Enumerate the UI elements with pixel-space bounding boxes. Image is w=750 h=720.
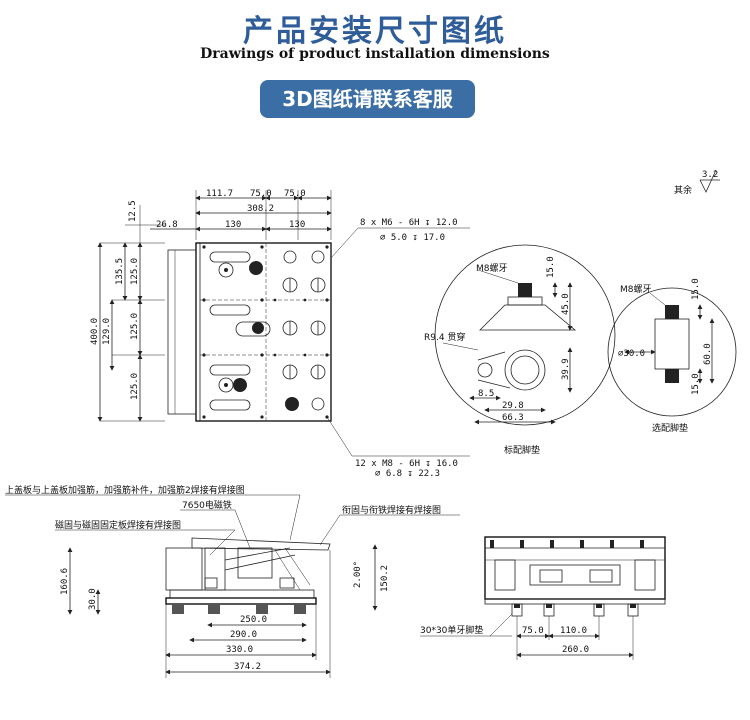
dim-125-b: 125.0 <box>130 313 140 340</box>
dim-45-std: 45.0 <box>561 293 571 315</box>
dim-130-b: 130 <box>289 220 305 230</box>
optional-pad-detail <box>607 287 737 417</box>
dim-125-a: 125.0 <box>130 258 140 285</box>
page-title: 产品安装尺寸图纸 <box>243 14 507 49</box>
callout-m6-line2: ⌀ 5.0 ↧ 17.0 <box>380 233 445 243</box>
front-view <box>420 536 666 660</box>
optional-pad-caption: 选配脚垫 <box>652 422 688 434</box>
top-view <box>97 190 470 457</box>
dim-30-opt: ⌀30.0 <box>618 349 645 359</box>
standard-pad-detail <box>434 244 616 426</box>
dim-150-2: 150.2 <box>380 565 390 592</box>
dim-75-a: 75.0 <box>250 189 272 199</box>
dim-330: 330.0 <box>226 645 253 655</box>
dim-8-5: 8.5 <box>478 389 494 399</box>
roughness-symbol <box>699 169 720 193</box>
dim-290: 290.0 <box>230 630 257 640</box>
standard-pad-caption: 标配脚垫 <box>504 444 540 456</box>
optional-pad-m8: M8螺牙 <box>620 284 652 295</box>
dim-75-front: 75.0 <box>522 626 544 636</box>
dim-75-b: 75.0 <box>284 189 306 199</box>
note-magnet-plate: 磁固与磁固固定板焊接有焊接图 <box>55 519 181 531</box>
dim-66-3: 66.3 <box>502 413 524 423</box>
dim-250: 250.0 <box>240 615 267 625</box>
dim-12-5: 12.5 <box>128 200 138 222</box>
dim-135-5: 135.5 <box>115 258 125 285</box>
callout-m6-line1: 8 x M6 - 6H ↧ 12.0 <box>360 218 458 228</box>
dim-15-std: 15.0 <box>546 256 556 278</box>
dim-129: 129.0 <box>102 318 112 345</box>
standard-pad-r94: R9.4 贯穿 <box>424 331 465 343</box>
dim-29-8: 29.8 <box>502 401 524 411</box>
contact-3d-button[interactable]: 3D图纸请联系客服 <box>260 80 475 118</box>
dim-26-8: 26.8 <box>156 220 178 230</box>
dim-260-front: 260.0 <box>562 645 589 655</box>
callout-m8-line2: ⌀ 6.8 ↧ 22.3 <box>375 469 440 479</box>
dim-400: 400.0 <box>90 318 100 345</box>
roughness-label: 其余 <box>674 184 692 196</box>
dim-39-9: 39.9 <box>561 358 571 380</box>
dim-30-side: 30.0 <box>88 588 98 610</box>
note-electromagnet: 7650电磁铁 <box>182 499 232 511</box>
dim-110-front: 110.0 <box>560 626 587 636</box>
dim-60-opt: 60.0 <box>703 343 713 365</box>
dim-374-2: 374.2 <box>234 662 261 672</box>
side-view <box>5 494 460 678</box>
note-armature: 衔固与衔铁焊接有焊接图 <box>342 504 441 516</box>
dim-111-7: 111.7 <box>206 189 233 199</box>
roughness-value: 3.2 <box>702 170 718 180</box>
dim-15-opt-a: 15.0 <box>691 278 701 300</box>
dim-160-6: 160.6 <box>60 568 70 595</box>
dim-125-c: 125.0 <box>130 373 140 400</box>
dim-2deg: 2.00° <box>353 561 363 588</box>
dim-15-opt-b: 15.0 <box>691 373 701 395</box>
dim-308-2: 308.2 <box>247 204 274 214</box>
standard-pad-m8: M8螺牙 <box>476 263 508 274</box>
pad-label: 30*30单牙脚垫 <box>420 624 483 636</box>
dim-130-a: 130 <box>225 220 241 230</box>
note-cover-plate: 上盖板与上盖板加强筋，加强筋补件，加强筋2焊接有焊接图 <box>5 484 245 496</box>
callout-m8-line1: 12 x M8 - 6H ↧ 16.0 <box>355 459 458 469</box>
page-subtitle: Drawings of product installation dimensi… <box>200 46 550 62</box>
